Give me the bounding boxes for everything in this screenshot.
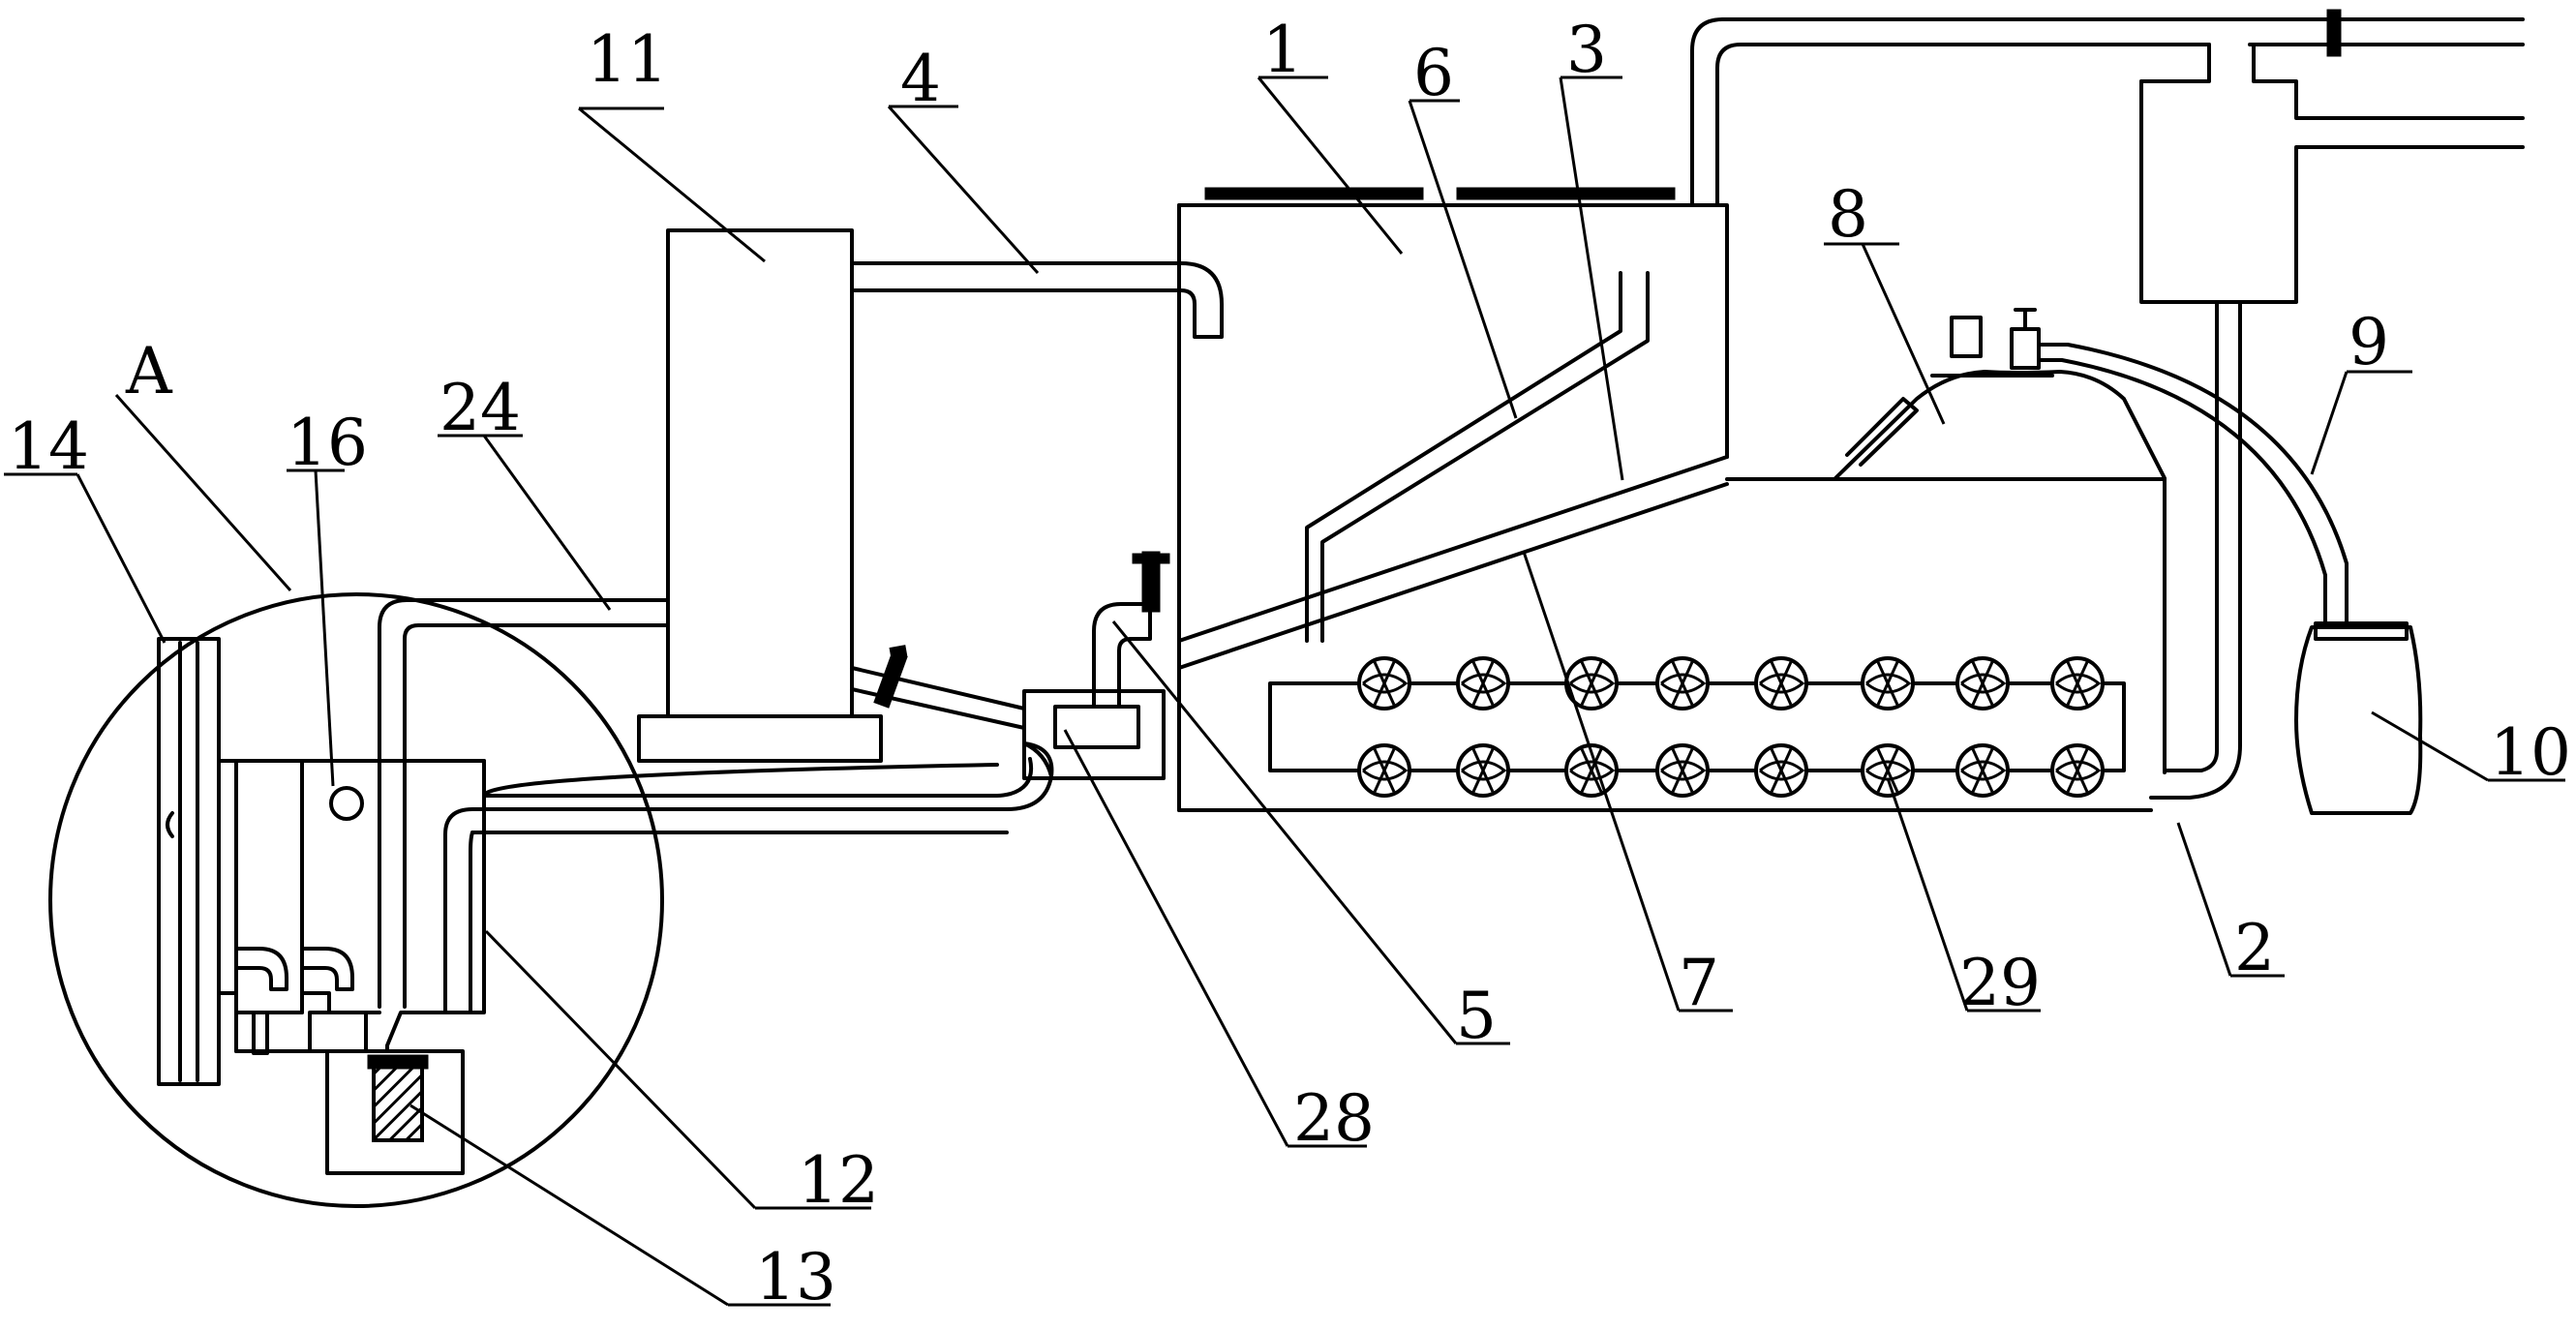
heater-element [1754,743,1808,798]
heater-element [1564,656,1619,710]
pipe-12 [443,741,1054,1014]
tank-11 [637,228,883,763]
heater-element [2050,743,2105,798]
pipe-5 [1092,551,1170,709]
label-7: 7 [1679,946,1719,1020]
label-9: 9 [2349,305,2389,379]
label-12: 12 [798,1143,879,1218]
leader-lines [4,76,2565,1307]
heater-element [1357,656,1411,710]
heater-element [1357,743,1411,798]
label-11: 11 [587,22,668,97]
label-4: 4 [900,42,941,116]
top-pipe [1690,17,2252,207]
label-2: 2 [2234,911,2275,985]
detail-circle-A [48,592,664,1208]
label-1: 1 [1262,13,1303,87]
heater-element [1955,656,2010,710]
pipe-24 [378,598,670,1009]
label-A: A [125,334,173,408]
heater-element [1564,743,1619,798]
heaters [1357,656,2105,798]
heater-element [1861,743,1915,798]
separator-unit [2139,9,2525,304]
heater-element [1655,743,1710,798]
inlet-pipe [850,645,1026,730]
top-cover-right [1456,187,1676,200]
heater-element [2050,656,2105,710]
container-10 [2294,621,2423,815]
label-8: 8 [1828,177,1868,252]
label-5: 5 [1456,979,1497,1053]
heater-element [1861,656,1915,710]
label-10: 10 [2490,715,2571,790]
pipe-4 [850,261,1224,339]
return-pipe [2149,300,2242,800]
label-13: 13 [755,1240,836,1315]
pipe-9 [2037,343,2349,629]
pipe-6 [1305,271,1650,643]
label-6: 6 [1413,36,1454,110]
tank-1 [1177,187,1729,812]
labels: 1 6 3 4 11 8 9 10 2 29 7 5 28 12 13 14 A… [8,13,2571,1315]
heater-element [1456,656,1510,710]
label-28: 28 [1293,1081,1375,1156]
heater-element [1456,743,1510,798]
dome-8 [1834,308,2167,480]
label-29: 29 [1959,946,2041,1020]
heater-element [1655,656,1710,710]
label-24: 24 [439,371,521,445]
heater-element [1955,743,2010,798]
label-14: 14 [8,409,89,484]
top-cover-left [1204,187,1424,200]
heater-element [1754,656,1808,710]
label-16: 16 [287,406,368,480]
label-3: 3 [1566,13,1607,87]
